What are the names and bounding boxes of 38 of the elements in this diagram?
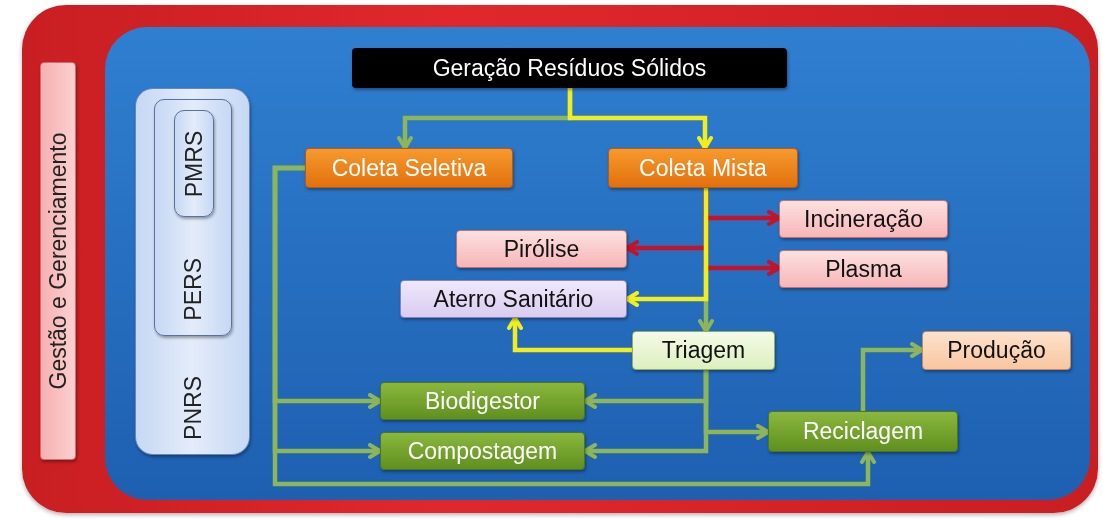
process-box	[779, 250, 948, 288]
arrow	[507, 316, 632, 353]
arrow	[272, 165, 876, 487]
box-label: Incineração	[804, 207, 923, 231]
arrow	[860, 342, 924, 411]
rounded-panel	[174, 110, 214, 217]
arrow	[567, 88, 713, 150]
box-label: Coleta Mista	[639, 156, 767, 180]
box-label: Aterro Sanitário	[433, 287, 594, 311]
process-box	[352, 48, 787, 88]
process-box	[632, 331, 775, 370]
vertical-label: Gestão e Gerenciamento	[46, 132, 70, 390]
box-label: Reciclagem	[802, 420, 924, 443]
box-label: Geração Resíduos Sólidos	[432, 56, 707, 80]
box-label: Pirólise	[503, 237, 580, 261]
box-label: Plasma	[825, 257, 902, 281]
vertical-label: PERS	[181, 258, 205, 321]
box-label: Biodigestor	[424, 389, 541, 413]
rounded-panel	[154, 99, 232, 336]
box-label: Coleta Seletiva	[331, 156, 487, 180]
arrow	[703, 370, 770, 440]
process-box	[779, 200, 948, 238]
rounded-panel	[135, 88, 250, 455]
rounded-panel	[40, 62, 76, 460]
process-box	[922, 331, 1071, 370]
box-label: Compostagem	[407, 439, 558, 463]
process-box	[456, 230, 627, 268]
process-box	[380, 432, 585, 470]
arrow	[625, 188, 709, 307]
vertical-label: PNRS	[181, 376, 204, 440]
process-box	[608, 148, 798, 188]
box-label: Produção	[947, 339, 1046, 362]
vertical-label: PMRS	[182, 130, 206, 197]
process-box	[768, 411, 958, 452]
process-box	[380, 382, 585, 420]
process-box	[400, 280, 627, 318]
process-box	[305, 148, 513, 188]
box-label: Triagem	[661, 339, 746, 362]
